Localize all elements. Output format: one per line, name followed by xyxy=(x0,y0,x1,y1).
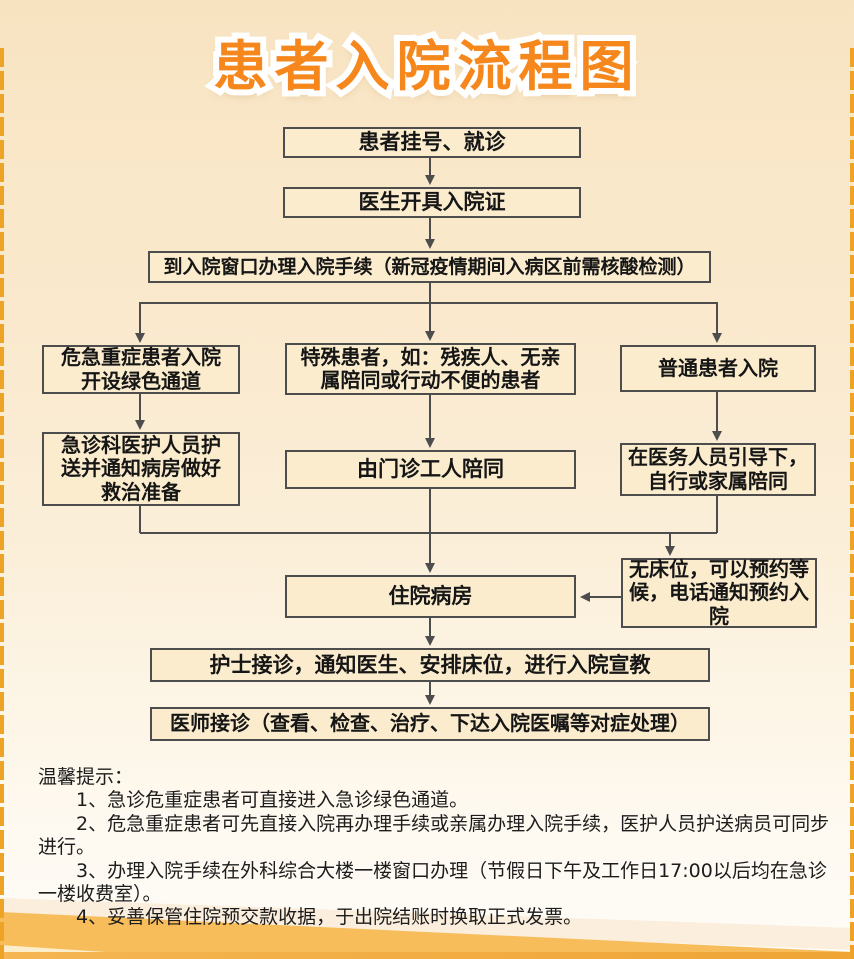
page-title-outline: 患者入院流程图 xyxy=(208,29,641,104)
note-item-1: 1、急诊危重症患者可直接进入急诊绿色通道。 xyxy=(76,789,469,812)
left-dashed-border xyxy=(0,48,4,959)
peach-band xyxy=(0,898,854,950)
flow-node-er-escort: 急诊科医护人员护 送并通知病房做好 救治准备 xyxy=(42,432,240,506)
page-title-text: 患者入院流程图 xyxy=(213,35,641,98)
flow-node-doctor-reception: 医师接诊（查看、检查、治疗、下达入院医嘱等对症处理） xyxy=(150,707,710,741)
flow-node-admission-window: 到入院窗口办理入院手续（新冠疫情期间入病区前需核酸检测） xyxy=(148,251,711,283)
right-dashed-border xyxy=(850,48,854,959)
notes-heading: 温馨提示： xyxy=(38,766,134,788)
note-item-3: 3、办理入院手续在外科综合大楼一楼窗口办理（节假日下午及工作日17:00以后均在… xyxy=(38,859,827,906)
flow-node-issue-certificate: 医生开具入院证 xyxy=(283,187,581,218)
orange-wedge xyxy=(0,912,854,959)
page-title: 患者入院流程图 患者入院流程图 xyxy=(0,29,854,104)
flow-node-critical-patient: 危急重症患者入院 开设绿色通道 xyxy=(42,345,240,394)
flow-node-inpatient-ward: 住院病房 xyxy=(285,575,576,618)
notes-section: 温馨提示： 1、急诊危重症患者可直接进入急诊绿色通道。 2、危急重症患者可先直接… xyxy=(38,766,838,930)
note-item-2: 2、危急重症患者可先直接入院再办理手续或亲属办理入院手续，医护人员护送病员可同步… xyxy=(38,812,830,859)
flow-node-staff-guided: 在医务人员引导下， 自行或家属陪同 xyxy=(620,443,816,496)
flow-node-special-patient: 特殊患者，如：残疾人、无亲 属陪同或行动不便的患者 xyxy=(285,343,576,395)
note-item-4: 4、妥善保管住院预交款收据，于出院结账时换取正式发票。 xyxy=(76,906,583,929)
flow-node-nurse-reception: 护士接诊，通知医生、安排床位，进行入院宣教 xyxy=(150,648,710,682)
flow-node-no-bed-waitlist: 无床位，可以预约等 候，电话通知预约入院 xyxy=(621,558,817,628)
flow-node-outpatient-escort: 由门诊工人陪同 xyxy=(285,450,576,489)
flow-node-normal-patient: 普通患者入院 xyxy=(620,345,816,392)
bottom-bar xyxy=(0,952,854,959)
flow-node-register: 患者挂号、就诊 xyxy=(283,127,581,158)
